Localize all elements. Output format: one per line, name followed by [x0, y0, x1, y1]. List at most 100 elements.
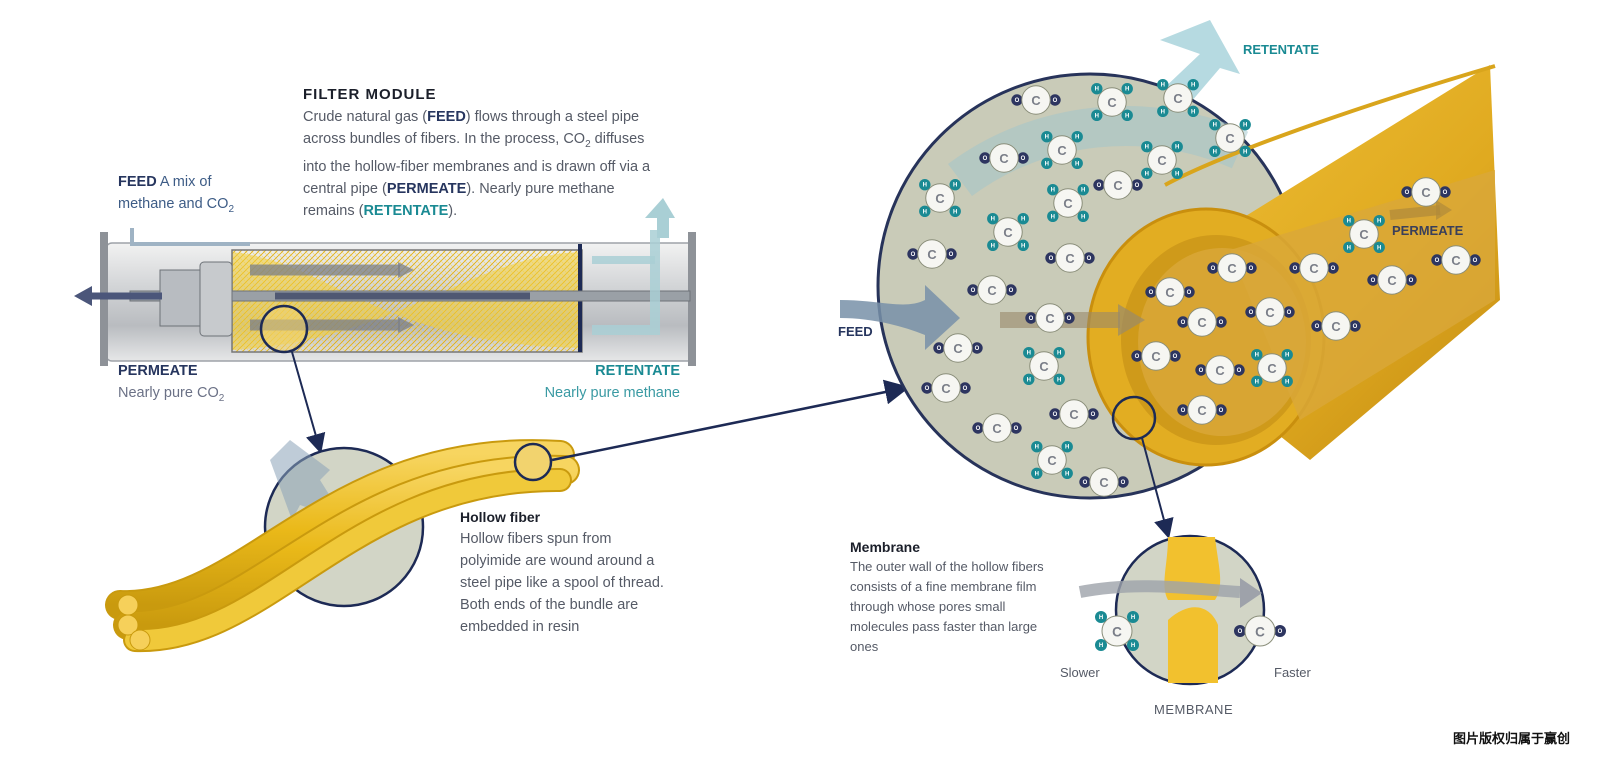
svg-text:C: C	[1451, 253, 1460, 268]
carbon-atom: C	[1147, 145, 1177, 175]
svg-text:O: O	[1053, 98, 1058, 104]
retentate-word: RETENTATE	[363, 202, 449, 219]
svg-text:O: O	[975, 346, 980, 352]
carbon-atom: C	[1411, 177, 1441, 207]
svg-text:H: H	[1255, 353, 1259, 359]
hydrogen-atom: H	[1053, 373, 1065, 385]
oxygen-atom: O	[1049, 408, 1061, 420]
faster-label: Faster	[1274, 665, 1311, 680]
oxygen-atom: O	[1083, 252, 1095, 264]
svg-text:O: O	[911, 252, 916, 258]
svg-text:O: O	[971, 288, 976, 294]
hydrogen-atom: H	[1209, 145, 1221, 157]
svg-text:H: H	[1081, 214, 1085, 220]
oxygen-atom: O	[1131, 179, 1143, 191]
svg-text:O: O	[1249, 310, 1254, 316]
oxygen-atom: O	[1327, 262, 1339, 274]
svg-text:O: O	[1443, 190, 1448, 196]
oxygen-atom: O	[1183, 286, 1195, 298]
svg-text:C: C	[935, 191, 944, 206]
carbon-atom: C	[1059, 399, 1089, 429]
svg-text:O: O	[1083, 480, 1088, 486]
hydrogen-atom: H	[1171, 167, 1183, 179]
oxygen-atom: O	[1215, 404, 1227, 416]
hydrogen-atom: H	[987, 213, 999, 225]
svg-text:C: C	[1057, 143, 1066, 158]
svg-text:H: H	[1175, 145, 1179, 151]
feed-text-a: A mix of	[156, 174, 212, 190]
hollow-fiber-text: Hollow fibers spun from polyimide are wo…	[460, 531, 664, 635]
hydrogen-atom: H	[1017, 213, 1029, 225]
oxygen-atom: O	[1079, 476, 1091, 488]
carbon-atom: C	[1155, 277, 1185, 307]
svg-text:O: O	[1405, 190, 1410, 196]
svg-text:C: C	[1215, 363, 1224, 378]
svg-text:H: H	[1051, 214, 1055, 220]
oxygen-atom: O	[1117, 476, 1129, 488]
svg-text:O: O	[1181, 320, 1186, 326]
svg-text:O: O	[1293, 266, 1298, 272]
svg-text:H: H	[1377, 219, 1381, 225]
hydrogen-atom: H	[919, 179, 931, 191]
hollow-fiber-detail	[105, 439, 580, 653]
svg-text:C: C	[941, 381, 950, 396]
membrane-text: The outer wall of the hollow fibers cons…	[850, 559, 1044, 654]
carbon-atom: C	[1055, 243, 1085, 273]
hydrogen-atom: H	[1095, 611, 1107, 623]
svg-text:H: H	[1057, 351, 1061, 357]
carbon-atom: C	[1215, 123, 1245, 153]
svg-text:H: H	[1347, 219, 1351, 225]
permeate-title: PERMEATE	[118, 363, 198, 379]
svg-text:H: H	[1213, 149, 1217, 155]
oxygen-atom: O	[1405, 274, 1417, 286]
svg-text:H: H	[1095, 113, 1099, 119]
permeate-text: Nearly pure CO	[118, 385, 219, 401]
svg-text:C: C	[1065, 251, 1074, 266]
hydrogen-atom: H	[1077, 184, 1089, 196]
hydrogen-atom: H	[1251, 349, 1263, 361]
hydrogen-atom: H	[1031, 467, 1043, 479]
svg-text:O: O	[1219, 408, 1224, 414]
oxygen-atom: O	[971, 342, 983, 354]
hydrogen-atom: H	[1041, 157, 1053, 169]
svg-text:O: O	[1473, 258, 1478, 264]
svg-text:H: H	[1213, 123, 1217, 129]
svg-text:O: O	[1238, 629, 1243, 635]
hydrogen-atom: H	[1209, 119, 1221, 131]
hydrogen-atom: H	[1041, 131, 1053, 143]
filter-module-pipe	[74, 198, 696, 366]
svg-text:H: H	[1099, 643, 1103, 649]
svg-text:H: H	[1161, 109, 1165, 115]
oxygen-atom: O	[972, 422, 984, 434]
svg-text:H: H	[1065, 471, 1069, 477]
diagram-feed-label: FEED	[838, 324, 873, 339]
oxygen-atom: O	[1215, 316, 1227, 328]
svg-text:C: C	[1197, 403, 1206, 418]
hydrogen-atom: H	[1047, 210, 1059, 222]
svg-text:H: H	[1095, 87, 1099, 93]
svg-text:O: O	[1181, 408, 1186, 414]
svg-text:C: C	[1031, 93, 1040, 108]
svg-text:H: H	[1021, 217, 1025, 223]
desc-part: Crude natural gas (	[303, 109, 428, 125]
carbon-atom: C	[993, 217, 1023, 247]
svg-text:O: O	[1121, 480, 1126, 486]
oxygen-atom: O	[1045, 252, 1057, 264]
svg-text:C: C	[1045, 311, 1054, 326]
svg-text:C: C	[992, 421, 1001, 436]
oxygen-atom: O	[1274, 625, 1286, 637]
hydrogen-atom: H	[1157, 105, 1169, 118]
hydrogen-atom: H	[1239, 145, 1251, 157]
svg-text:H: H	[1099, 615, 1103, 621]
svg-text:H: H	[991, 217, 995, 223]
oxygen-atom: O	[1049, 94, 1061, 106]
svg-text:O: O	[1173, 354, 1178, 360]
svg-text:C: C	[1157, 153, 1166, 168]
oxygen-atom: O	[1011, 94, 1023, 106]
svg-text:C: C	[1107, 95, 1116, 110]
oxygen-atom: O	[967, 284, 979, 296]
svg-text:O: O	[1219, 320, 1224, 326]
svg-text:H: H	[1255, 379, 1259, 385]
oxygen-atom: O	[1087, 408, 1099, 420]
carbon-atom: C	[1047, 135, 1077, 165]
